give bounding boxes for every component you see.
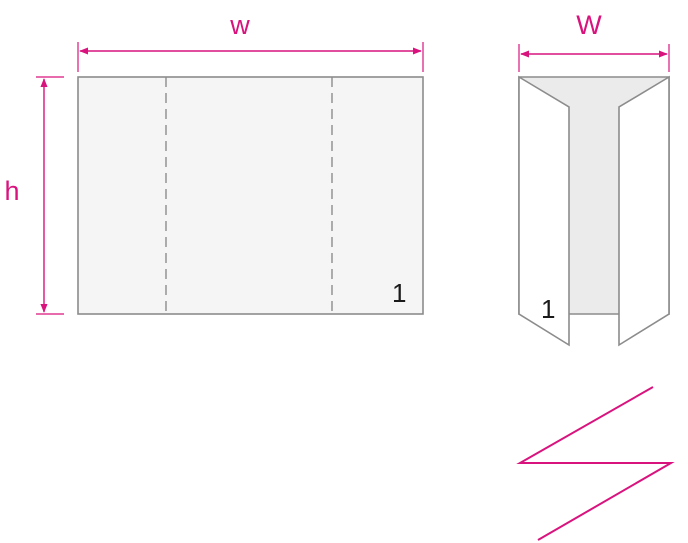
folded-page-number: 1 — [541, 294, 555, 324]
folded-leaflet: 1 — [518, 75, 670, 347]
fold-profile — [516, 386, 675, 541]
flat-sheet-page-number: 1 — [392, 278, 406, 308]
folded-width-label: W — [576, 10, 602, 40]
height-dimension: h — [4, 76, 64, 315]
flat-sheet: 1 — [77, 76, 424, 315]
folded-right-flap — [618, 75, 670, 347]
width-label: w — [229, 10, 250, 40]
flat-sheet-panel — [77, 76, 424, 315]
width-dimension: w — [77, 10, 424, 72]
folded-width-dimension: W — [518, 10, 670, 72]
folded-left-flap — [518, 75, 570, 347]
height-label: h — [4, 176, 19, 206]
